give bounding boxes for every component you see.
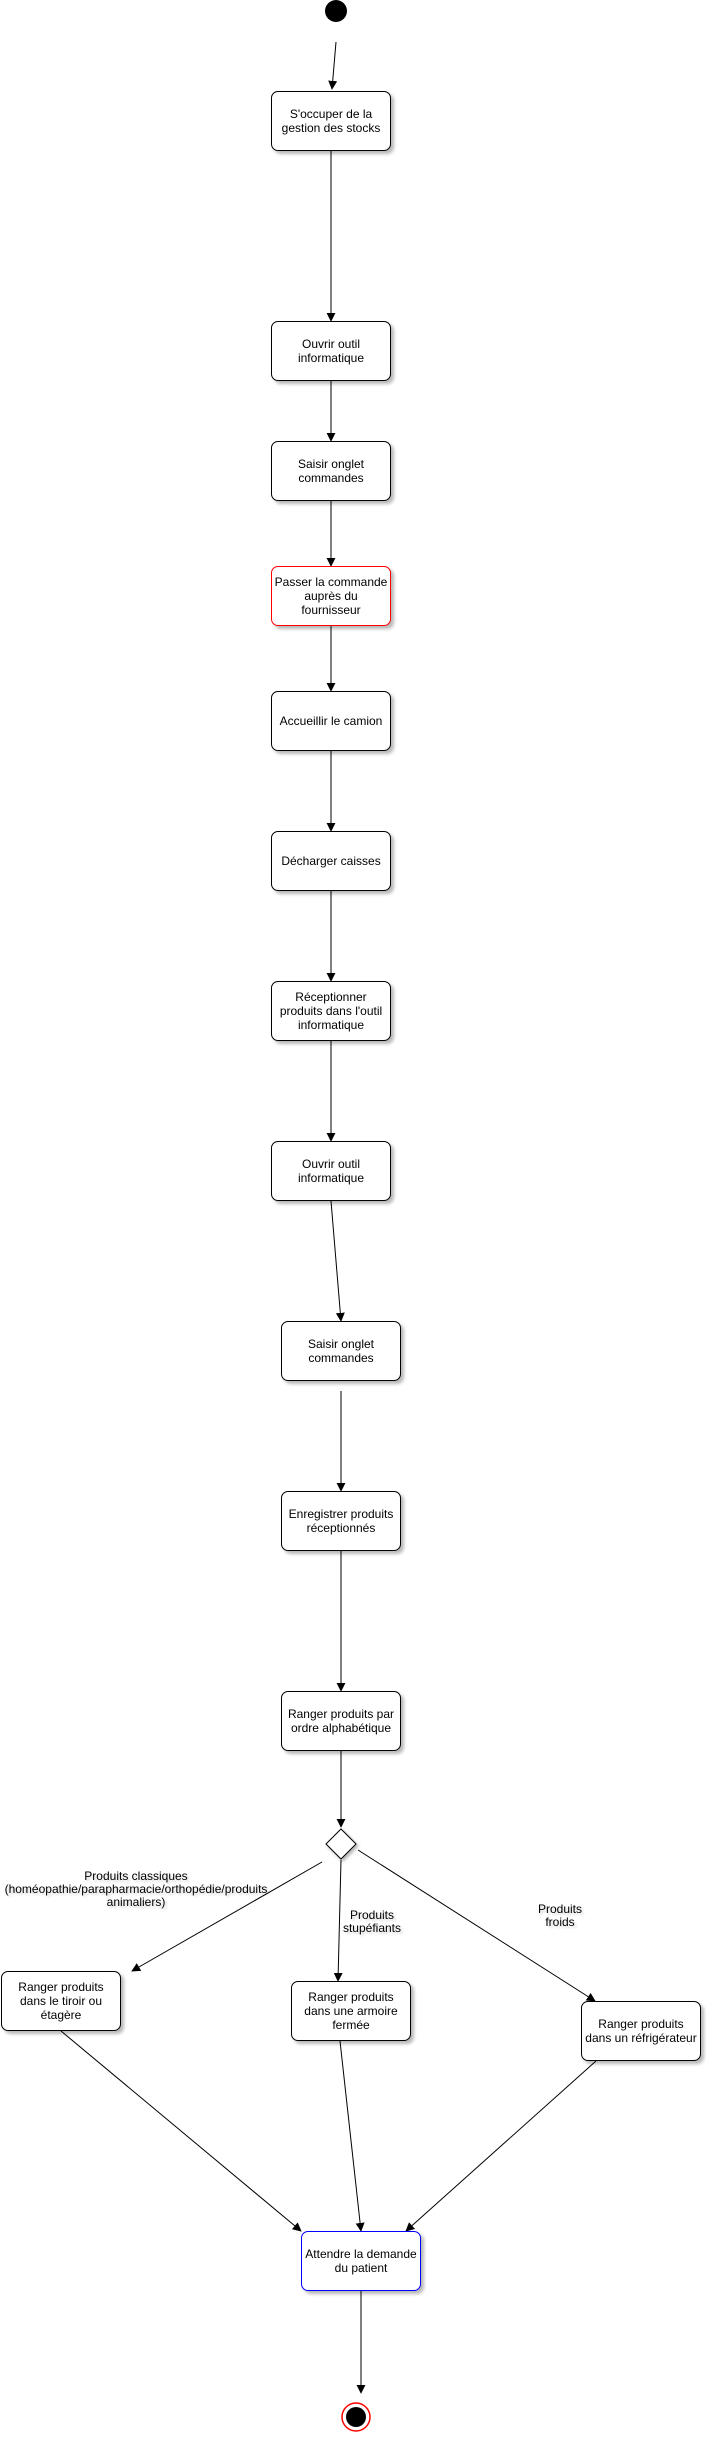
- node-label: Ouvrir outil informatique: [297, 337, 365, 365]
- node-attendre-patient: Attendre la demande du patient: [301, 2231, 421, 2291]
- node-receptionner-produits: Réceptionner produits dans l'outil infor…: [271, 981, 391, 1041]
- node-label: Saisir onglet commandes: [307, 1337, 375, 1365]
- flow-refrigerateur-to-attendre: [405, 2060, 597, 2232]
- node-label: S'occuper de la gestion des stocks: [281, 107, 381, 135]
- guard-produits-froids: Produits froids: [537, 1902, 583, 1929]
- node-label: Décharger caisses: [281, 854, 381, 868]
- initial-node: [325, 0, 347, 22]
- flow-start-to-stocks: [328, 41, 338, 90]
- node-saisir-onglet-1: Saisir onglet commandes: [271, 441, 391, 501]
- decision-node: [325, 1828, 357, 1860]
- node-label: Ranger produits dans un réfrigérateur: [585, 2017, 697, 2045]
- final-node: [341, 2402, 371, 2432]
- flow-decision-to-armoire: [333, 1859, 343, 1982]
- node-label: Passer la commande auprès du fournisseur: [274, 575, 388, 617]
- guard-produits-stupefiants: Produits stupéfiants: [342, 1908, 402, 1935]
- node-gestion-stocks: S'occuper de la gestion des stocks: [271, 91, 391, 151]
- node-accueillir-camion: Accueillir le camion: [271, 691, 391, 751]
- node-label: Réceptionner produits dans l'outil infor…: [279, 990, 383, 1032]
- node-ranger-refrigerateur: Ranger produits dans un réfrigérateur: [581, 2001, 701, 2061]
- flow-armoire-to-attendre: [339, 2040, 365, 2232]
- node-label: Saisir onglet commandes: [297, 457, 365, 485]
- node-label: Enregistrer produits réceptionnés: [288, 1507, 394, 1535]
- flow-tiroir-to-attendre: [60, 2030, 302, 2232]
- node-decharger-caisses: Décharger caisses: [271, 831, 391, 891]
- node-ranger-alphabetique: Ranger produits par ordre alphabétique: [281, 1691, 401, 1751]
- guard-produits-classiques: Produits classiques (homéopathie/parapha…: [4, 1869, 268, 1909]
- flow-ouvrir-to-saisir-2: [330, 1200, 345, 1322]
- node-enregistrer-produits: Enregistrer produits réceptionnés: [281, 1491, 401, 1551]
- flow-decision-to-tiroir: [131, 1861, 323, 1972]
- node-label: Ouvrir outil informatique: [297, 1157, 365, 1185]
- node-label: Accueillir le camion: [279, 714, 383, 728]
- node-label: Ranger produits dans le tiroir ou étagèr…: [18, 1980, 104, 2022]
- node-label: Ranger produits dans une armoire fermée: [304, 1990, 398, 2032]
- node-ouvrir-outil-1: Ouvrir outil informatique: [271, 321, 391, 381]
- node-label: Ranger produits par ordre alphabétique: [287, 1707, 395, 1735]
- node-label: Attendre la demande du patient: [305, 2247, 417, 2275]
- node-passer-commande: Passer la commande auprès du fournisseur: [271, 566, 391, 626]
- flow-decision-to-refrigerateur: [357, 1849, 596, 2002]
- node-saisir-onglet-2: Saisir onglet commandes: [281, 1321, 401, 1381]
- node-ranger-armoire: Ranger produits dans une armoire fermée: [291, 1981, 411, 2041]
- node-ranger-tiroir: Ranger produits dans le tiroir ou étagèr…: [1, 1971, 121, 2031]
- node-ouvrir-outil-2: Ouvrir outil informatique: [271, 1141, 391, 1201]
